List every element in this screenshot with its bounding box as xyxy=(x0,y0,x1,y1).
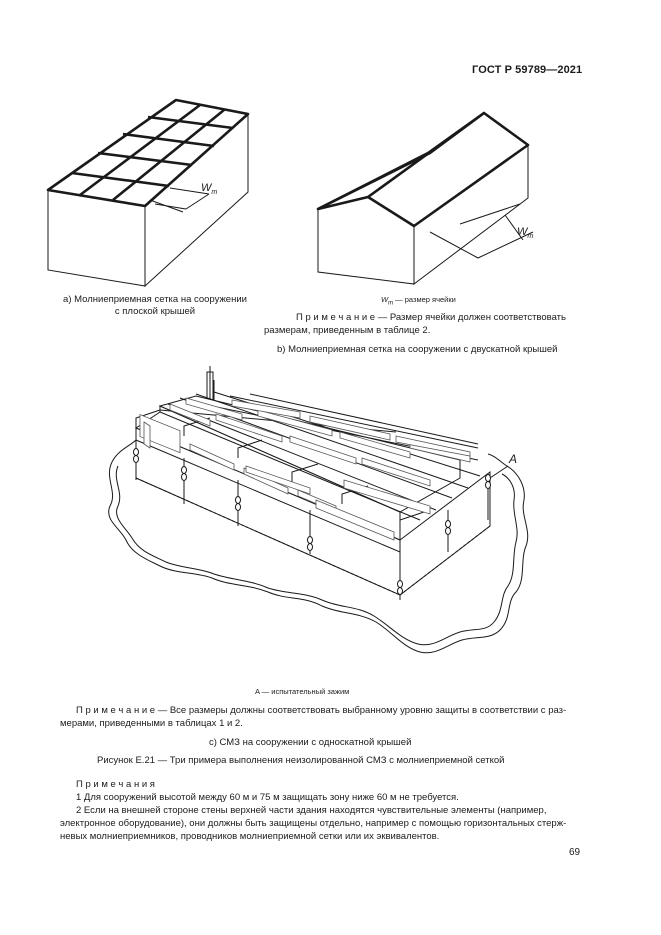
figure-b-drawing xyxy=(316,111,534,286)
notes-heading: П р и м е ч а н и я xyxy=(76,779,155,790)
figure-c-callout-label: A xyxy=(509,452,518,466)
figure-a-dimension-label: Wm xyxy=(201,182,218,197)
figure-c-legend: A — испытательный зажим xyxy=(255,687,350,696)
note-item-2-line3: невых молниеприемников, проводников молн… xyxy=(60,831,440,842)
figure-b-note-line2: размерам, приведенным в таблице 2. xyxy=(264,325,431,336)
figure-b-legend: Wm — размер ячейки xyxy=(381,295,456,307)
figure-a-drawing xyxy=(46,98,250,288)
figure-b-dimension-label: Wm xyxy=(517,226,534,241)
figure-c-note: П р и м е ч а н и е — Все размеры должны… xyxy=(76,705,567,716)
note-item-2-line1: 2 Если на внешней стороне стены верхней … xyxy=(76,805,547,816)
figure-a-caption: a) Молниеприемная сетка на сооружении с … xyxy=(63,294,247,317)
note-item-1: 1 Для сооружений высотой между 60 м и 75… xyxy=(76,792,459,803)
note-item-2-line2: электронное оборудование), они должны бы… xyxy=(60,818,567,829)
figure-b-caption: b) Молниеприемная сетка на сооружении с … xyxy=(277,344,558,355)
figure-c-caption: c) СМЗ на сооружении с односкатной крыше… xyxy=(209,737,412,748)
page-number: 69 xyxy=(569,847,581,858)
figure-c-note-line2: мерами, приведенными в таблицах 1 и 2. xyxy=(60,718,243,729)
figure-title: Рисунок Е.21 — Три примера выполнения не… xyxy=(97,755,505,766)
standard-header: ГОСТ Р 59789—2021 xyxy=(472,64,583,76)
roof-panels xyxy=(139,397,471,487)
figure-c-drawing xyxy=(108,366,529,654)
figure-b-note: П р и м е ч а н и е — Размер ячейки долж… xyxy=(296,312,566,323)
